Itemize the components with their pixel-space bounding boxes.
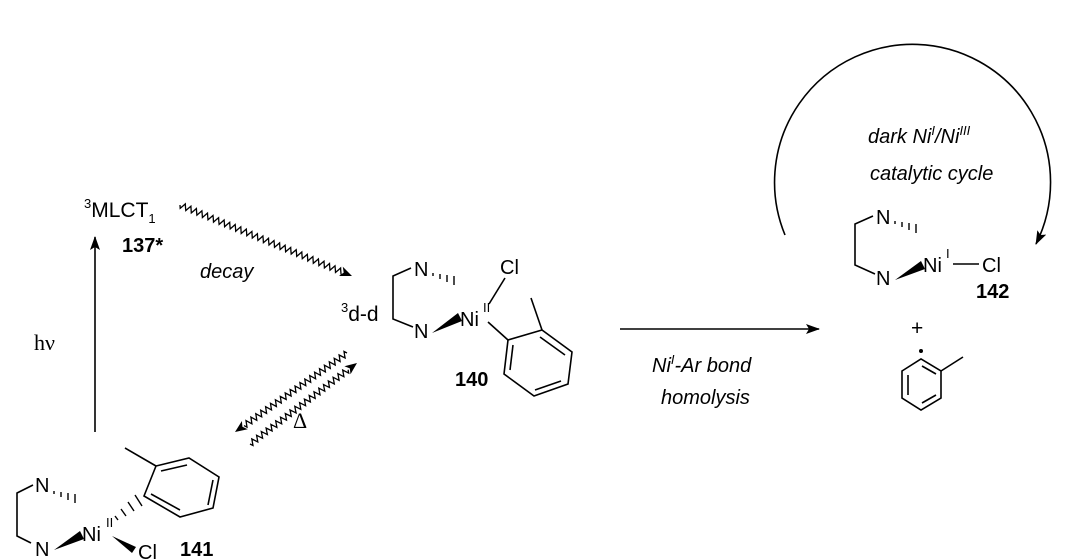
mlct-state-label: 3MLCT1 [84, 196, 156, 226]
nickel-atom: Ni [460, 309, 479, 331]
thermal-label: Δ [293, 408, 307, 433]
chloride-ligand: Cl [982, 255, 1001, 277]
cycle-label-line2: catalytic cycle [870, 163, 993, 185]
oxidation-state: II [483, 300, 490, 315]
compound-141-number: 141 [180, 539, 213, 560]
ligand-nitrogen-bottom: N [35, 539, 49, 560]
compound-142-number: 142 [976, 281, 1009, 303]
plus-sign: + [911, 317, 923, 340]
dd-state-label: 3d-d [341, 300, 379, 326]
ligand-nitrogen-bottom: N [876, 268, 890, 290]
oxidation-state: I [946, 246, 950, 261]
thermal-arrowhead [344, 363, 357, 375]
complex-140: N N Ni II Cl [392, 257, 573, 397]
decay-arrowhead [339, 266, 352, 276]
complex-141: N N Ni II Cl [16, 447, 220, 560]
aryl-radical [901, 349, 964, 411]
chloride-ligand: Cl [500, 257, 519, 279]
thermal-wavy-arrow [249, 368, 350, 447]
compound-140-number: 140 [455, 369, 488, 391]
decay-wavy-arrow [179, 202, 342, 275]
back-conversion-arrowhead [235, 421, 248, 432]
compound-137-number: 137* [122, 235, 163, 257]
ligand-nitrogen-top: N [414, 259, 428, 281]
back-conversion-wavy-arrow [243, 350, 348, 429]
catalytic-cycle-arrow [773, 43, 1052, 245]
ligand-nitrogen-top: N [876, 207, 890, 229]
radical-dot [919, 349, 923, 353]
homolysis-label-line2: homolysis [661, 387, 750, 409]
chloride-ligand: Cl [138, 542, 157, 560]
nickel-atom: Ni [82, 524, 101, 546]
nickel-atom: Ni [923, 255, 942, 277]
oxidation-state: II [106, 515, 113, 530]
cycle-label-line1: dark NiI/NiIII [868, 123, 971, 148]
decay-label: decay [200, 261, 254, 283]
homolysis-label-line1: NiI-Ar bond [652, 352, 752, 377]
ligand-nitrogen-bottom: N [414, 321, 428, 343]
complex-142: N N Ni I Cl [854, 207, 1001, 290]
excitation-label: hν [34, 330, 55, 355]
ligand-nitrogen-top: N [35, 475, 49, 497]
